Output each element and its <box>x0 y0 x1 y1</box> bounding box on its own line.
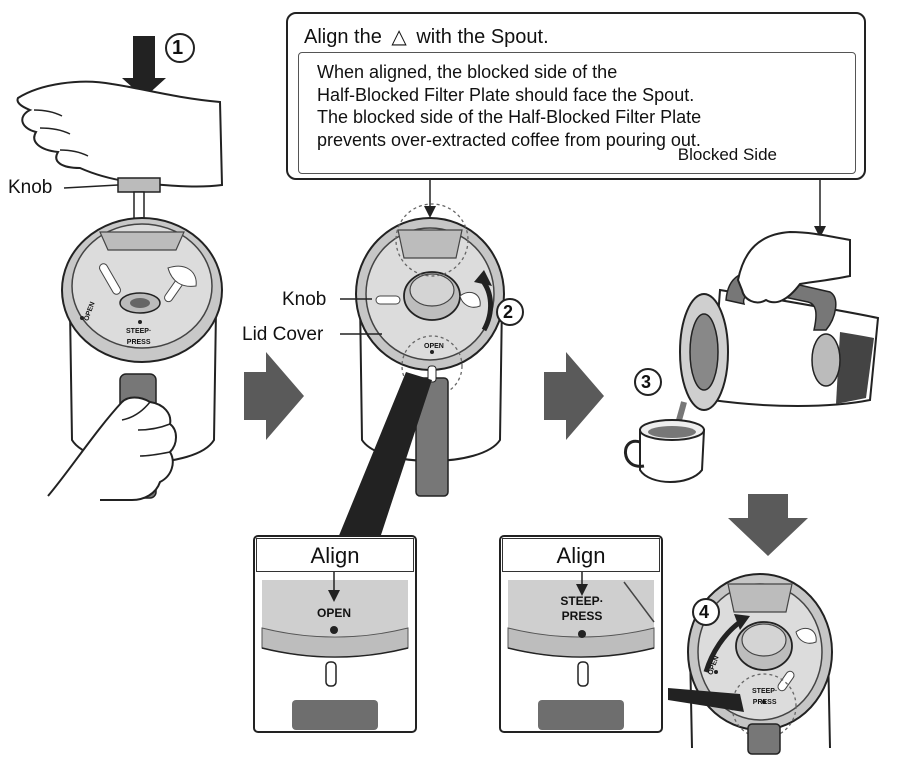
step3-number: 3 <box>641 372 652 392</box>
step2-number-badge <box>496 298 524 326</box>
callout-title: Align the △ with the Spout. <box>304 24 549 49</box>
step1-steep-press-mark: STEEP· PRESS <box>126 328 152 346</box>
step1-hand-icon <box>16 80 224 188</box>
detail-open-frame <box>253 535 417 733</box>
step2-number: 2 <box>503 302 514 322</box>
flow-arrow-right-icon-1 <box>244 352 304 440</box>
step4-number-badge <box>692 598 720 626</box>
callout-body: When aligned, the blocked side of the Ha… <box>317 61 701 151</box>
detail-open-mark: OPEN <box>316 606 351 620</box>
detail-steep-mark-line2: PRESS <box>561 609 603 623</box>
callout-body-line: prevents over-extracted coffee from pour… <box>317 129 701 150</box>
triangle-mark-icon: △ <box>391 26 407 48</box>
blocked-side-label: Blocked Side <box>677 145 777 164</box>
step2-open-mark: OPEN <box>424 343 444 350</box>
step3-pour-coffee-illustration <box>624 180 880 483</box>
step4-number: 4 <box>699 602 710 622</box>
callout-body-line: Half-Blocked Filter Plate should face th… <box>317 84 695 105</box>
lid-cover-label: Lid Cover <box>242 324 324 345</box>
detail-steep-mark-line1: STEEP· <box>560 594 604 608</box>
flow-arrow-down-icon <box>728 494 808 556</box>
align-label-open: Align <box>256 538 414 572</box>
flow-arrow-right-icon-2 <box>544 352 604 440</box>
instruction-callout: Align the △ with the Spout. When aligned… <box>286 12 866 180</box>
callout-title-text-before: Align the <box>304 26 382 48</box>
step2-rotate-knob-illustration <box>338 180 524 538</box>
step1-number: 1 <box>172 37 184 59</box>
callout-body-box: When aligned, the blocked side of the Ha… <box>298 52 856 174</box>
step2-knob-label: Knob <box>282 289 327 310</box>
step1-down-arrow-icon <box>122 36 166 98</box>
step4-steep-press-mark: STEEP· PRESS <box>752 688 778 706</box>
step1-number-badge <box>165 33 195 63</box>
callout-body-line: When aligned, the blocked side of the <box>317 62 618 82</box>
step3-number-badge <box>634 368 662 396</box>
step1-press-knob-illustration <box>16 33 224 501</box>
callout-title-text-after: with the Spout. <box>416 26 549 48</box>
align-label-steep: Align <box>502 538 660 572</box>
step1-knob-label: Knob <box>8 177 53 198</box>
callout-body-line: The blocked side of the Half-Blocked Fil… <box>317 107 702 127</box>
detail-steep-frame <box>499 535 663 733</box>
step4-rotate-back-illustration <box>668 573 833 755</box>
